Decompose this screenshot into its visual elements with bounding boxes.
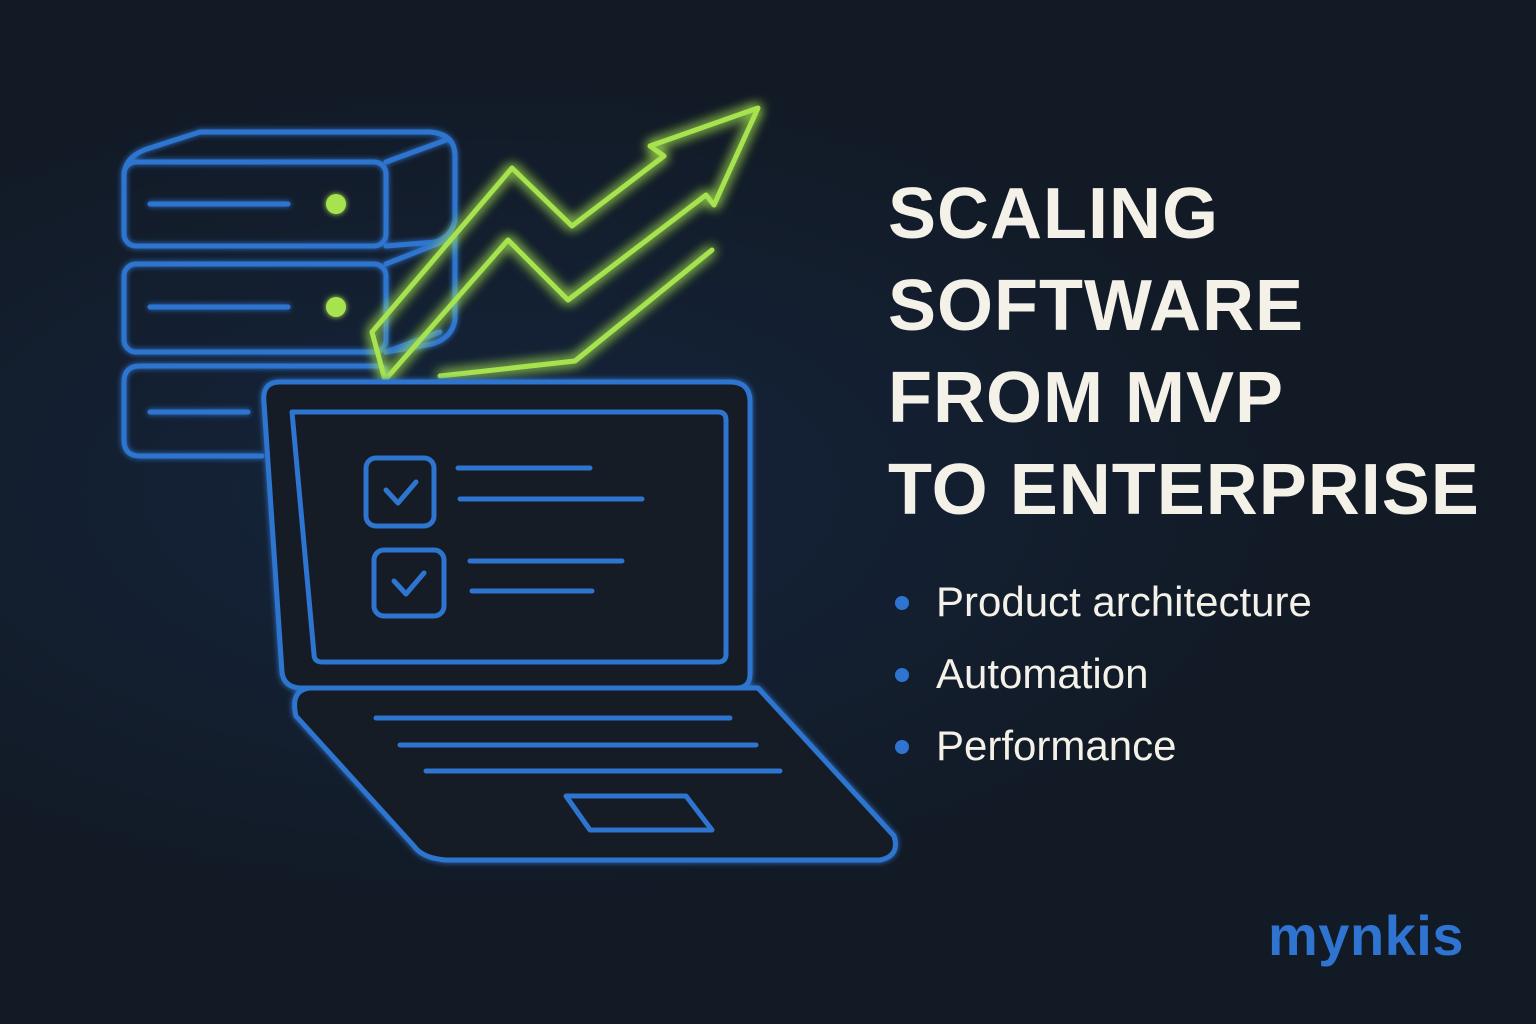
feature-item: Performance <box>892 716 1312 788</box>
headline-line: TO ENTERPRISE <box>888 450 1480 530</box>
server-unit <box>121 233 458 355</box>
checklist-item <box>363 455 645 529</box>
headline-line: SOFTWARE <box>888 266 1304 346</box>
server-unit <box>121 129 458 249</box>
laptop-screen <box>289 409 729 665</box>
bullet-dot-icon <box>895 668 909 682</box>
feature-label: Automation <box>936 650 1149 697</box>
laptop-trackpad <box>563 793 715 833</box>
checklist-item <box>371 547 625 619</box>
laptop-icon <box>261 379 898 863</box>
feature-label: Product architecture <box>936 578 1312 625</box>
feature-label: Performance <box>936 722 1177 769</box>
brand-logo: mynkis <box>1268 904 1464 967</box>
laptop-screen-frame <box>261 379 753 691</box>
server-stack-icon <box>121 129 458 459</box>
feature-item: Automation <box>892 644 1312 716</box>
headline: SCALING SOFTWARE FROM MVP TO ENTERPRISE <box>888 168 1480 536</box>
headline-line: FROM MVP <box>888 358 1284 438</box>
headline-line: SCALING <box>888 174 1219 254</box>
feature-item: Product architecture <box>892 572 1312 644</box>
checkbox-checked-icon <box>363 455 437 529</box>
checkbox-checked-icon <box>371 547 447 619</box>
bullet-dot-icon <box>895 740 909 754</box>
growth-arrow-icon <box>369 105 761 383</box>
feature-list: Product architecture Automation Performa… <box>892 572 1312 788</box>
bullet-dot-icon <box>895 596 909 610</box>
laptop-base <box>292 685 898 863</box>
